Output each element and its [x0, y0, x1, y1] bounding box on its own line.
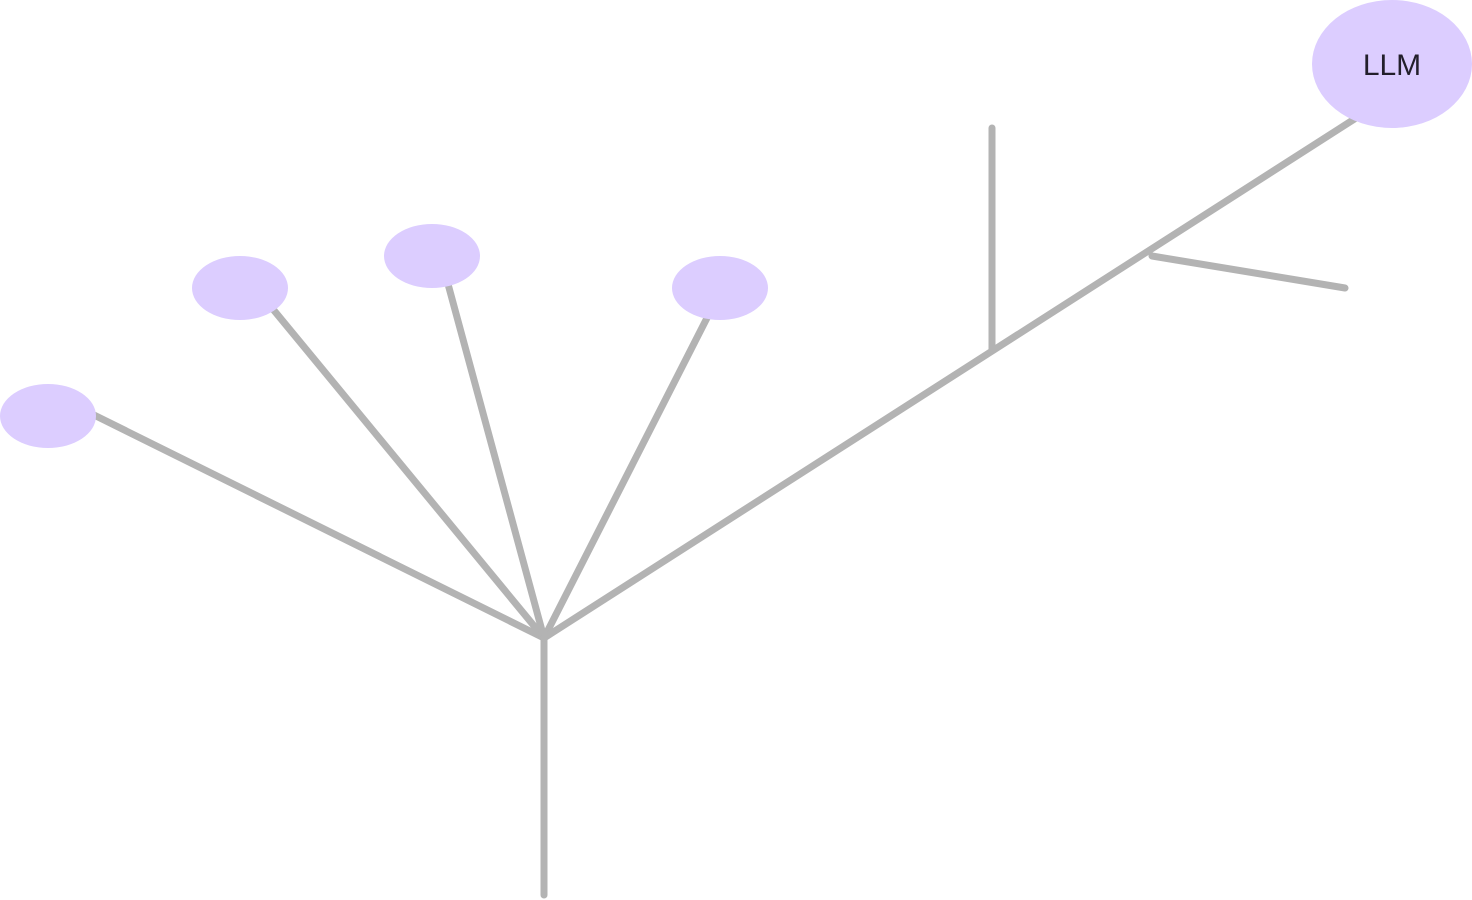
leaf-node-2: [192, 256, 288, 320]
edge-to-node-2: [268, 304, 548, 642]
leaf-node-3: [384, 224, 480, 288]
leaf-node-4: [672, 256, 768, 320]
llm-node-label: LLM: [1363, 49, 1421, 82]
edge-to-node-1: [88, 410, 548, 642]
leaf-node-1: [0, 384, 96, 448]
side-twig-edge: [1148, 252, 1349, 292]
llm-node: [1312, 0, 1472, 128]
edge-to-node-3: [444, 280, 548, 642]
edge-to-node-4: [540, 312, 712, 642]
main-branch-edge: [540, 114, 1360, 642]
